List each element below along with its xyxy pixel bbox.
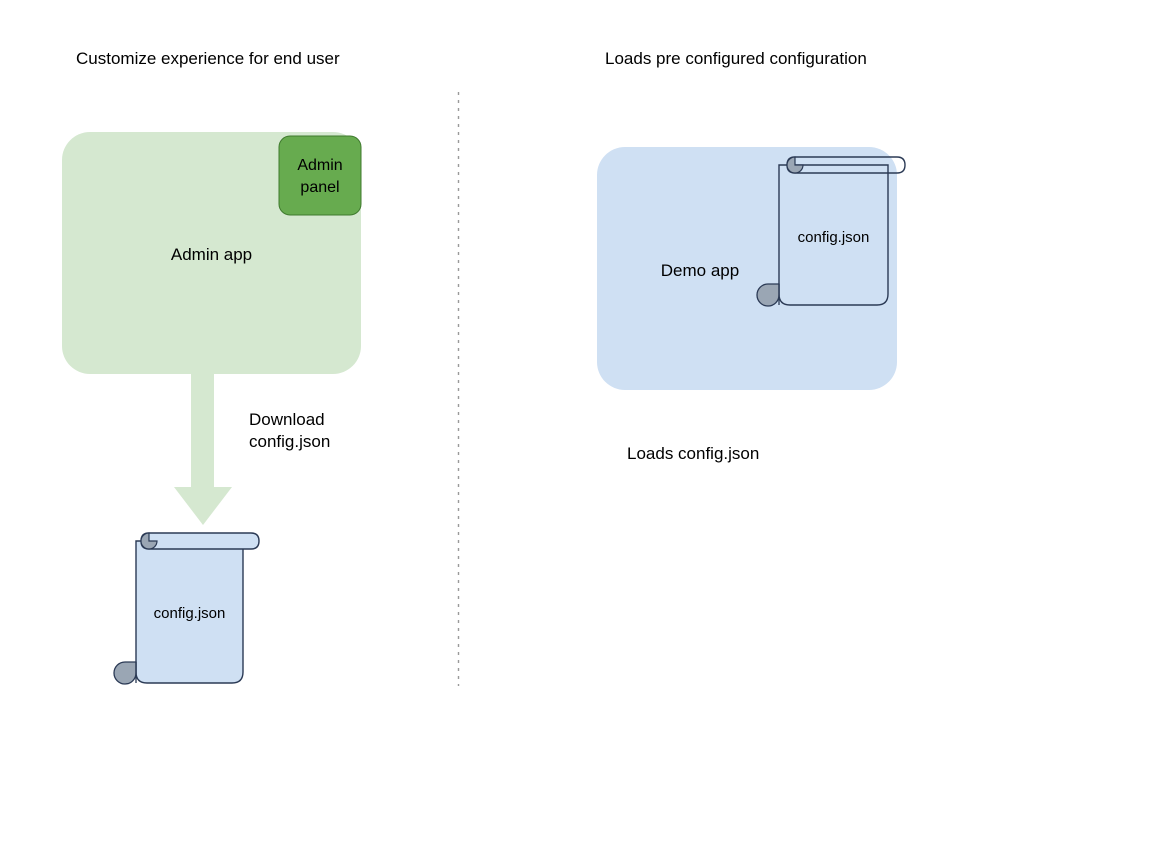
download-edge-label-line2: config.json <box>249 432 331 451</box>
document-top-roll-left <box>140 532 260 550</box>
document-bottom-knob-right <box>756 283 780 307</box>
loads-config-caption: Loads config.json <box>627 444 760 463</box>
download-arrow <box>174 374 232 525</box>
download-edge-label-line1: Download <box>249 410 325 429</box>
demo-app-box[interactable] <box>597 147 897 390</box>
config-document-left[interactable] <box>113 532 260 685</box>
config-document-right-label: config.json <box>797 229 870 246</box>
document-bottom-knob-left <box>113 661 137 685</box>
demo-app-label: Demo app <box>660 261 740 280</box>
left-column-title: Customize experience for end user <box>76 49 340 68</box>
config-document-left-label: config.json <box>153 605 226 622</box>
document-body-right <box>778 164 889 306</box>
admin-panel-label-line2: panel <box>300 179 340 196</box>
document-top-knob-right <box>786 156 804 174</box>
document-top-knob-left <box>140 532 158 550</box>
admin-panel-box[interactable] <box>278 135 362 216</box>
admin-app-label: Admin app <box>170 245 253 264</box>
config-document-right[interactable] <box>756 156 906 307</box>
document-body-left <box>135 540 244 684</box>
right-column-title: Loads pre configured configuration <box>605 49 867 68</box>
admin-panel-label-line1: Admin <box>297 157 343 174</box>
